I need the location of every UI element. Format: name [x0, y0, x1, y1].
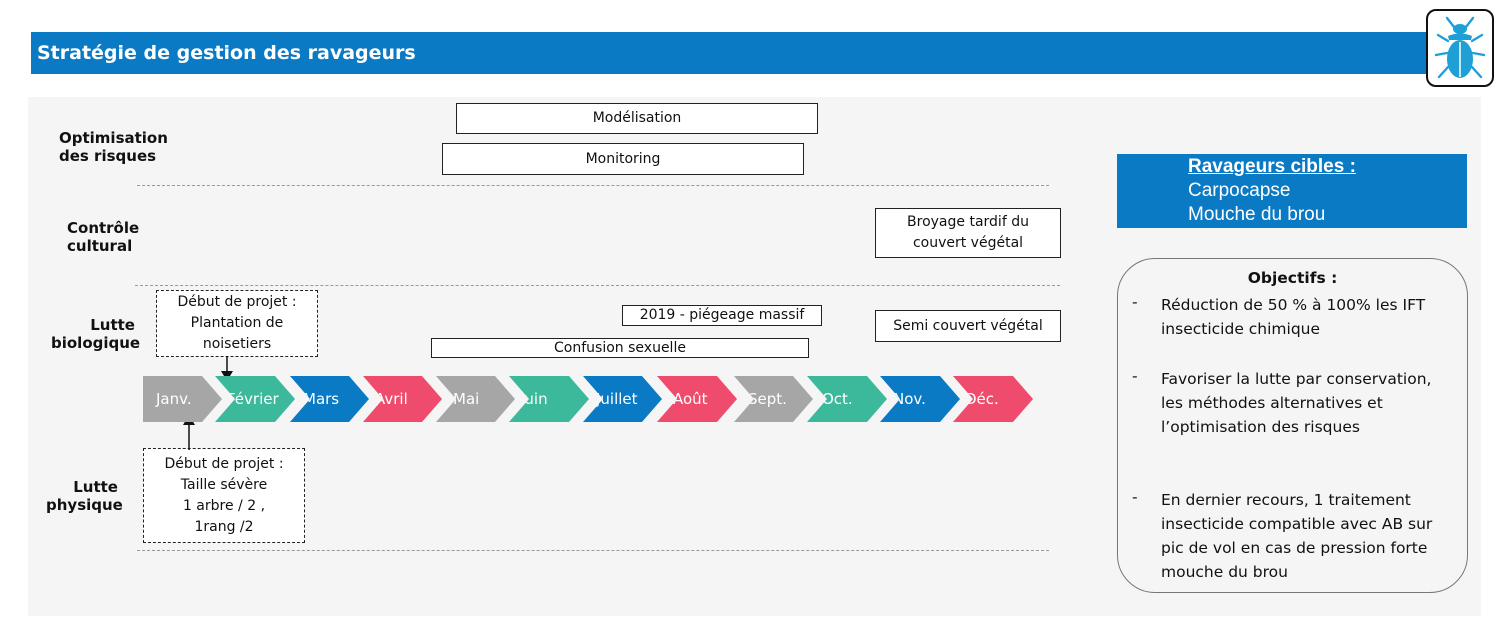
- activity-monitoring: Monitoring: [442, 143, 804, 175]
- logo: [1426, 9, 1494, 87]
- target-pest-item: Carpocapse: [1188, 180, 1291, 201]
- row-separator: [137, 550, 1049, 551]
- target-pests-title: Ravageurs cibles :: [1188, 156, 1356, 177]
- activity-semi-couvert: Semi couvert végétal: [875, 310, 1061, 342]
- activity-confusion: Confusion sexuelle: [431, 338, 809, 358]
- objectives-box: Objectifs : - Réduction de 50 % à 100% l…: [1117, 258, 1468, 593]
- target-pest-item: Mouche du brou: [1188, 204, 1326, 225]
- page-title: Stratégie de gestion des ravageurs: [37, 42, 416, 64]
- row-separator: [137, 185, 1049, 186]
- project-start-taille: Début de projet : Taille sévère 1 arbre …: [143, 448, 305, 543]
- row-label-cultural: Contrôle cultural: [67, 219, 140, 255]
- row-separator: [135, 285, 1060, 286]
- row-label-biological: Lutte biologique: [51, 316, 141, 352]
- activity-modelisation: Modélisation: [456, 103, 818, 134]
- beetle-icon: [1434, 16, 1486, 79]
- activity-broyage: Broyage tardif du couvert végétal: [875, 208, 1061, 258]
- row-label-physical: Lutte physique: [46, 478, 123, 514]
- target-pests-box: Ravageurs cibles : Carpocapse Mouche du …: [1117, 154, 1467, 228]
- row-label-risk: Optimisation des risques: [59, 129, 168, 165]
- activity-piegeage: 2019 - piégeage massif: [622, 305, 822, 326]
- title-bar: Stratégie de gestion des ravageurs: [31, 32, 1427, 74]
- objectives-title: Objectifs :: [1247, 269, 1338, 287]
- project-start-plantation: Début de projet : Plantation de noisetie…: [156, 290, 318, 357]
